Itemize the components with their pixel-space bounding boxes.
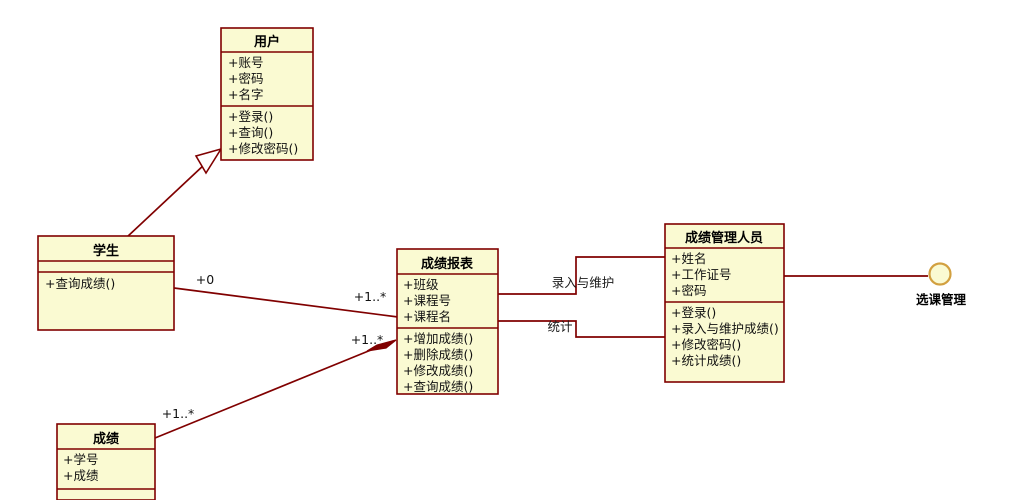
manager-attribute: +工作证号 (671, 267, 731, 282)
report-attribute: +班级 (403, 277, 439, 292)
user-box-border (220, 27, 314, 161)
manager-operation: +登录() (671, 305, 716, 320)
composition-line-grade-report (154, 340, 394, 439)
association-polyline-stats (498, 320, 665, 338)
edge-association-report-to-manager-stats[interactable] (498, 320, 665, 338)
generalization-line (126, 163, 206, 238)
user-attribute: +密码 (228, 71, 263, 86)
class-box-student[interactable]: 学生 +查询成绩() (37, 235, 175, 331)
report-box-fill (397, 249, 498, 394)
multiplicity-report-side-assoc: +1..* (354, 289, 387, 304)
association-line-student-report (173, 287, 399, 318)
class-box-report[interactable]: 成绩报表 +班级 +课程号 +课程名 +增加成绩() +删除成绩() +修改成绩… (396, 248, 499, 395)
manager-operation: +统计成绩() (671, 353, 741, 368)
manager-attribute: +姓名 (671, 251, 706, 266)
report-box-border (396, 248, 499, 395)
manager-class-name: 成绩管理人员 (685, 230, 763, 246)
class-box-user[interactable]: 用户 +账号 +密码 +名字 +登录() +查询() +修改密码() (220, 27, 314, 161)
student-box-fill (38, 236, 174, 330)
report-operation: +查询成绩() (403, 379, 473, 394)
edge-composition-grade-to-report[interactable] (154, 339, 397, 439)
class-box-manager[interactable]: 成绩管理人员 +姓名 +工作证号 +密码 +登录() +录入与维护成绩() +修… (664, 223, 785, 383)
grade-box-border (56, 423, 156, 500)
user-operation: +修改密码() (228, 141, 298, 156)
interface-lollipop-circle[interactable] (928, 262, 952, 286)
manager-operation: +录入与维护成绩() (671, 321, 779, 336)
multiplicity-report-side-composition: +1..* (351, 332, 384, 347)
grade-attribute: +成绩 (63, 468, 99, 483)
report-operation: +删除成绩() (403, 347, 473, 362)
edge-association-student-to-report[interactable] (173, 287, 399, 318)
student-class-name: 学生 (93, 243, 119, 259)
report-operation: +增加成绩() (403, 331, 473, 346)
user-class-name: 用户 (253, 34, 280, 50)
interface-label-course-selection: 选课管理 (916, 292, 967, 307)
student-box-border (37, 235, 175, 331)
edge-association-report-to-manager-input[interactable] (498, 256, 665, 295)
edge-manager-to-interface[interactable] (784, 262, 952, 286)
manager-box-border (664, 223, 785, 383)
association-label-input-maintenance: 录入与维护 (552, 275, 615, 290)
user-box-fill (221, 28, 313, 160)
report-attribute: +课程号 (403, 293, 451, 308)
grade-box-fill (57, 424, 155, 500)
user-attribute: +账号 (228, 55, 263, 70)
edge-generalization-student-to-user[interactable] (126, 147, 223, 238)
manager-box-fill (665, 224, 784, 382)
user-operation: +登录() (228, 109, 273, 124)
manager-attribute: +密码 (671, 283, 706, 298)
association-polyline-input (498, 256, 665, 295)
association-label-statistics: 统计 (547, 319, 572, 334)
composition-diamond (366, 339, 397, 352)
user-operation: +查询() (228, 125, 273, 140)
multiplicity-student-side: +0 (196, 272, 214, 287)
generalization-arrowhead-triangle (194, 147, 223, 175)
class-box-grade[interactable]: 成绩 +学号 +成绩 (56, 423, 156, 500)
grade-class-name: 成绩 (93, 431, 119, 447)
multiplicity-grade-side-composition: +1..* (162, 406, 195, 421)
report-class-name: 成绩报表 (421, 256, 474, 272)
grade-attribute: +学号 (63, 452, 98, 467)
report-operation: +修改成绩() (403, 363, 473, 378)
report-attribute: +课程名 (403, 309, 451, 324)
student-operation: +查询成绩() (45, 276, 115, 291)
manager-operation: +修改密码() (671, 337, 741, 352)
user-attribute: +名字 (228, 87, 263, 102)
